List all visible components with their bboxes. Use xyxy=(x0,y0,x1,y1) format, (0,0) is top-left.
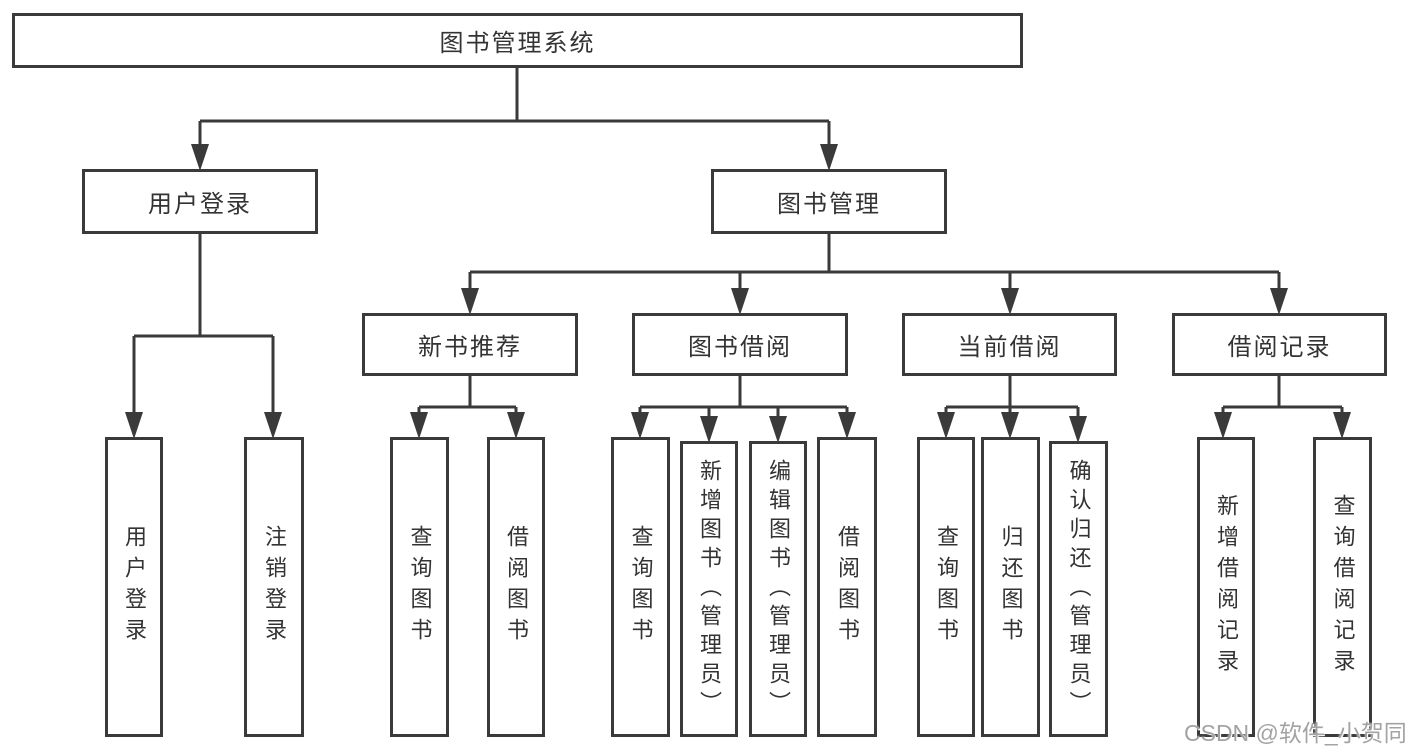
connector-book-borrow-children xyxy=(631,376,856,443)
node-borrow-records: 借阅记录 xyxy=(1172,313,1387,376)
leaf-label: 新增借阅记录 xyxy=(1214,494,1239,680)
leaf-label: 借阅图书 xyxy=(835,525,860,649)
leaf-label: 查询图书 xyxy=(628,525,654,649)
leaf-label: 查询图书 xyxy=(407,525,433,649)
connector-book-management-children xyxy=(461,233,1288,315)
leaf-query-borrow-record: 查询借阅记录 xyxy=(1313,437,1372,737)
leaf-label: 确认归还（管理员） xyxy=(1066,458,1092,720)
leaf-add-book-admin: 新增图书（管理员） xyxy=(680,441,738,737)
node-library-management-system: 图书管理系统 xyxy=(12,13,1023,68)
leaf-return-book: 归还图书 xyxy=(981,437,1040,737)
node-label: 借阅记录 xyxy=(1227,334,1332,361)
node-label: 用户登录 xyxy=(148,191,252,218)
leaf-label: 用户登录 xyxy=(122,525,147,649)
leaf-label: 借阅图书 xyxy=(504,525,529,649)
leaf-edit-book-admin: 编辑图书（管理员） xyxy=(749,441,807,737)
leaf-label: 新增图书（管理员） xyxy=(697,458,722,720)
leaf-query-books-current: 查询图书 xyxy=(917,437,975,737)
node-label: 图书管理系统 xyxy=(439,30,596,57)
node-label: 图书借阅 xyxy=(688,334,792,361)
connector-new-book-children xyxy=(410,376,525,439)
connector-borrow-records-children xyxy=(1214,376,1351,439)
leaf-borrow-books-borrow: 借阅图书 xyxy=(817,437,877,737)
leaf-label: 查询图书 xyxy=(934,525,959,649)
leaf-confirm-return-admin: 确认归还（管理员） xyxy=(1049,441,1108,737)
leaf-label: 注销登录 xyxy=(262,525,287,649)
node-user-login: 用户登录 xyxy=(82,169,318,234)
connector-user-login-children xyxy=(125,234,282,439)
leaf-label: 归还图书 xyxy=(998,525,1024,649)
csdn-watermark: CSDN @软件_小贺同学 xyxy=(1184,720,1405,746)
connector-root-to-level2 xyxy=(191,68,838,171)
connector-current-borrow-children xyxy=(937,376,1087,443)
node-current-borrow: 当前借阅 xyxy=(902,313,1117,376)
leaf-query-books-borrow: 查询图书 xyxy=(611,437,670,737)
leaf-label: 编辑图书（管理员） xyxy=(766,458,791,720)
leaf-add-borrow-record: 新增借阅记录 xyxy=(1197,437,1255,737)
leaf-logout: 注销登录 xyxy=(244,437,304,737)
node-new-book-recommend: 新书推荐 xyxy=(362,313,578,376)
node-label: 新书推荐 xyxy=(418,334,522,361)
node-book-management: 图书管理 xyxy=(711,169,947,234)
leaf-borrow-books-recommend: 借阅图书 xyxy=(487,437,545,737)
leaf-label: 查询借阅记录 xyxy=(1330,494,1356,680)
leaf-query-books-recommend: 查询图书 xyxy=(390,437,449,737)
node-label: 当前借阅 xyxy=(957,334,1062,361)
node-label: 图书管理 xyxy=(777,191,881,218)
node-book-borrow: 图书借阅 xyxy=(632,313,848,376)
leaf-user-login: 用户登录 xyxy=(105,437,163,737)
